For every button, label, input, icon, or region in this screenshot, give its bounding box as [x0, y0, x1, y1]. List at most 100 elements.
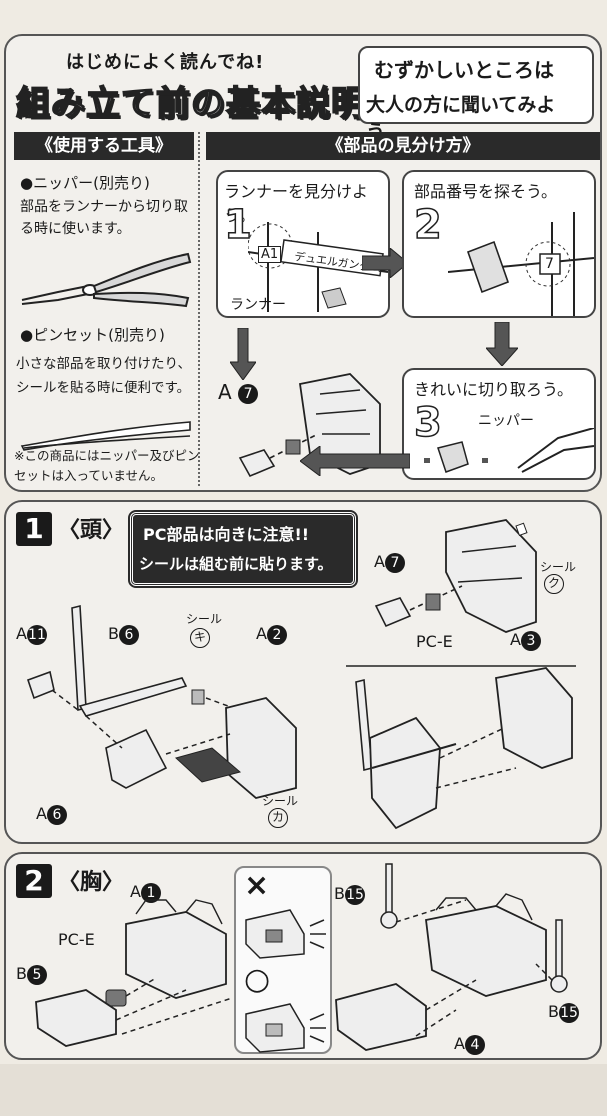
label-a3-num: 3	[520, 630, 541, 651]
step3-number: 3	[413, 399, 442, 447]
seal-word-ku: シール	[540, 560, 577, 574]
label-b6-letter: B	[108, 624, 119, 643]
tweezers-description: 小さな部品を取り付けたり、シールを貼る時に便利です。	[16, 356, 191, 396]
runner-tag: A1	[258, 246, 282, 263]
nipper-icon	[21, 252, 192, 308]
tweezers-icon	[20, 421, 191, 451]
step1-title: 〈頭〉	[58, 518, 125, 543]
label-pce-head: PC-E	[416, 632, 453, 651]
step3-text: きれいに切り取ろう。	[414, 380, 574, 399]
seal-ka-mark: カ	[268, 808, 288, 828]
part-number-drawing	[448, 212, 594, 316]
label-b15-right: B15	[548, 1002, 579, 1023]
nipper-label: ニッパー	[478, 413, 534, 429]
chest-parts-drawing	[35, 899, 233, 1047]
wrong-mark: ×	[244, 868, 270, 903]
result-letter: A	[218, 380, 232, 404]
label-b5-letter: B	[16, 964, 27, 983]
label-a6-num: 6	[46, 804, 67, 825]
label-a11-letter: A	[16, 624, 27, 643]
seal-word-ki: シール	[186, 612, 223, 626]
ask-adult-box: むずかしいところは 大人の方に聞いてみよう。	[358, 46, 594, 143]
label-a4-letter: A	[454, 1034, 465, 1053]
label-b15b-num: 15	[558, 1002, 579, 1023]
label-b15a-num: 15	[344, 884, 365, 905]
step2-text: 部品番号を探そう。	[414, 182, 558, 201]
head-assembly-top-drawing	[374, 519, 537, 633]
wrong-orientation-drawing	[245, 909, 326, 959]
label-a4-num: 4	[464, 1034, 485, 1055]
step1-block-number: 1	[16, 512, 52, 546]
step1-number: 1	[223, 201, 252, 249]
seal-ki: キ	[190, 626, 210, 648]
part-number: 7	[545, 256, 554, 272]
tools-column: 《使用する工具》 ●ニッパー(別売り) 部品をランナーから切り取る時に使います。…	[12, 132, 200, 486]
tools-note: ※この商品にはニッパー及びピンセットは入っていません。	[14, 448, 200, 483]
basic-explanation-panel: はじめによく読んでね! 組み立て前の基本説明 むずかしいところは 大人の方に聞い…	[4, 34, 602, 492]
seal-ku-mark: ク	[544, 574, 564, 594]
tools-header: 《使用する工具》	[14, 132, 194, 160]
face-assembly-drawing	[26, 604, 297, 799]
right-mark: ○	[244, 962, 271, 997]
result-part-ref: A 7	[218, 380, 259, 404]
label-pce-chest: PC-E	[58, 930, 95, 949]
step1-runner-box: ランナーを見分けよう。 1 A1 デュエルガンダム ランナー	[216, 170, 390, 318]
step1-notice: PC部品は向きに注意!! シールは組む前に貼ります。	[128, 510, 358, 588]
basics-title: 組み立て前の基本説明	[15, 83, 366, 125]
label-a6-letter: A	[36, 804, 47, 823]
result-number: 7	[238, 383, 259, 404]
intro-line: はじめによく読んでね!	[66, 52, 265, 73]
label-a1-num: 1	[140, 882, 161, 903]
orientation-comparison: × ○	[234, 866, 332, 1054]
bottom-margin	[0, 1064, 607, 1116]
label-b6-num: 6	[118, 624, 139, 645]
ask-line-1: むずかしいところは	[374, 58, 554, 82]
arrow-down-icon	[486, 322, 518, 366]
label-b15-left: B15	[334, 884, 365, 905]
step2-number: 2	[413, 201, 442, 249]
step2-block-number: 2	[16, 864, 52, 898]
parts-column: 《部品の見分け方》 ランナーを見分けよう。 1 A1 デュエルガンダム ランナー	[206, 132, 600, 486]
step2-title: 〈胸〉	[58, 870, 125, 895]
seal-ka: カ	[268, 806, 288, 828]
seal-word-ka: シール	[262, 794, 299, 808]
cutting-drawing	[424, 428, 594, 473]
step1-text: ランナーを見分けよう。	[224, 182, 369, 225]
arrow-left-icon	[300, 446, 410, 476]
parts-header: 《部品の見分け方》	[206, 132, 600, 160]
label-b5-num: 5	[26, 964, 47, 985]
right-orientation-drawing	[245, 1003, 326, 1053]
seal-ku: ク	[544, 572, 564, 594]
step2-number-box: 部品番号を探そう。 2 7	[402, 170, 596, 318]
step3-cut-box: きれいに切り取ろう。 3 ニッパー	[402, 368, 596, 480]
label-a11-num: 11	[26, 624, 47, 645]
nipper-title: ●ニッパー(別売り)	[20, 174, 150, 192]
runner-label: ランナー	[230, 297, 286, 313]
label-a2-letter: A	[256, 624, 267, 643]
tweezers-title: ●ピンセット(別売り)	[20, 326, 165, 344]
head-complete-drawing	[346, 665, 576, 830]
label-a1-letter: A	[130, 882, 141, 901]
label-b15b-letter: B	[548, 1002, 559, 1021]
label-a7-num: 7	[384, 552, 405, 573]
label-a2-num: 2	[266, 624, 287, 645]
nipper-description: 部品をランナーから切り取る時に使います。	[20, 199, 188, 237]
notice-line-2: シールは組む前に貼ります。	[139, 555, 333, 573]
label-b15a-letter: B	[334, 884, 345, 903]
arrow-right-icon	[362, 248, 408, 278]
seal-ki-mark: キ	[190, 628, 210, 648]
label-a7-letter: A	[374, 552, 385, 571]
chest-assembly-drawing	[335, 863, 568, 1051]
label-a11: A11	[16, 624, 47, 645]
